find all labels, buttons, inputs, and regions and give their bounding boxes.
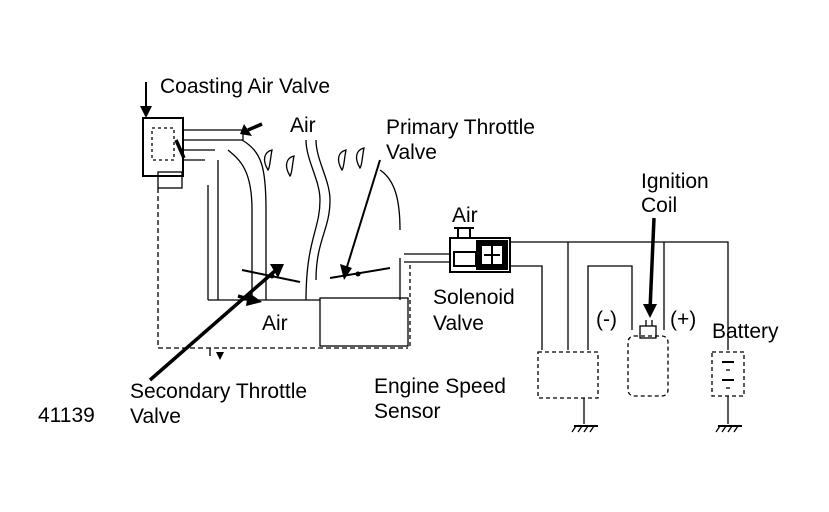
label-secondary-1: Secondary Throttle — [130, 380, 307, 403]
engine-speed-sensor — [537, 351, 599, 433]
label-coasting-air-valve: Coasting Air Valve — [160, 75, 330, 98]
throttle-body — [157, 139, 409, 360]
secondary-throttle-leader — [148, 264, 284, 382]
label-primary-throttle-2: Valve — [386, 141, 437, 164]
label-air-bottom: Air — [262, 312, 288, 335]
label-engine-speed-2: Sensor — [374, 400, 441, 423]
vacuum-hose — [404, 253, 450, 263]
label-solenoid-2: Valve — [433, 312, 484, 335]
battery — [711, 351, 745, 433]
label-ignition-2: Coil — [641, 194, 677, 217]
label-plus: (+) — [670, 308, 696, 331]
label-minus: (-) — [596, 308, 617, 331]
label-engine-speed-1: Engine Speed — [374, 375, 506, 398]
ignition-coil — [627, 320, 669, 397]
label-primary-throttle-1: Primary Throttle — [386, 116, 535, 139]
label-air-solenoid: Air — [452, 204, 478, 227]
label-air-top: Air — [290, 114, 316, 137]
ignition-coil-leader — [643, 217, 657, 318]
wiring — [409, 241, 729, 350]
label-battery: Battery — [712, 320, 779, 343]
coasting-inlet-arrow — [140, 82, 152, 118]
primary-throttle-leader — [340, 159, 381, 280]
solenoid-valve — [449, 227, 511, 273]
coasting-air-arrow — [240, 122, 263, 136]
coasting-air-valve — [142, 117, 244, 189]
label-solenoid-1: Solenoid — [433, 286, 515, 309]
figure-id: 41139 — [38, 404, 95, 427]
label-secondary-2: Valve — [130, 405, 181, 428]
label-ignition-1: Ignition — [641, 170, 709, 193]
airflow-arrows — [263, 147, 365, 178]
